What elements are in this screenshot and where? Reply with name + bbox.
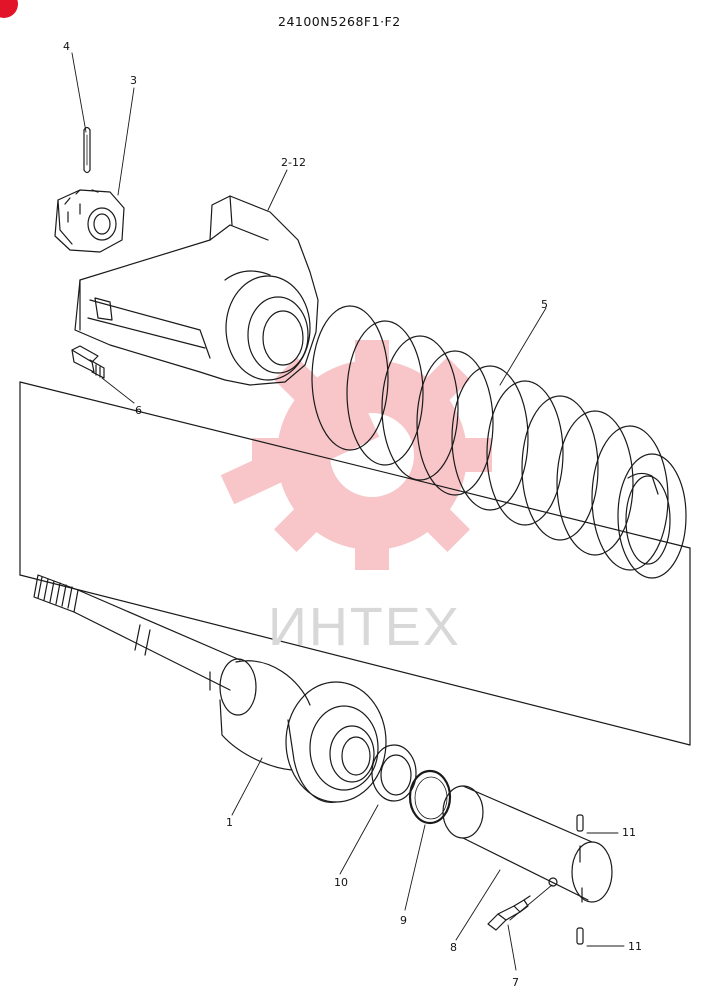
callout-8: 8: [450, 941, 457, 954]
callout-10: 10: [334, 876, 348, 889]
split-pin-part-4: [83, 126, 91, 174]
callout-2-12: 2-12: [281, 156, 306, 169]
bolt-part-6: [71, 345, 105, 379]
callout-3: 3: [130, 74, 137, 87]
callout-1: 1: [226, 816, 233, 829]
castle-nut-part-3: [54, 189, 125, 253]
watermark-gear-icon: [220, 340, 492, 570]
grease-fitting-part-7: [487, 895, 531, 931]
pin-part-11-bottom: [576, 927, 584, 945]
callout-7: 7: [512, 976, 519, 989]
callout-9: 9: [400, 914, 407, 927]
yoke-bracket-part-2-12: [74, 195, 319, 386]
leader-lines: [71, 52, 625, 971]
recoil-spring-part-5: [311, 305, 687, 579]
callout-4: 4: [63, 40, 70, 53]
frame-diag-line: [19, 574, 691, 746]
callout-5: 5: [541, 298, 548, 311]
rod-assembly-part-1: [33, 574, 387, 803]
watermark-text: ИНТЕХ: [268, 597, 461, 657]
drawing-code: 24100N5268F1·F2: [278, 14, 401, 29]
washer-part-10: [371, 744, 417, 802]
callout-6: 6: [135, 404, 142, 417]
callout-11-top: 11: [622, 826, 636, 839]
o-ring-part-9: [408, 769, 452, 825]
corner-badge: [0, 0, 18, 18]
pin-part-11-top: [576, 814, 584, 832]
callout-11-bottom: 11: [628, 940, 642, 953]
frame-top-line: [19, 381, 691, 549]
cylinder-part-8: [442, 785, 613, 903]
